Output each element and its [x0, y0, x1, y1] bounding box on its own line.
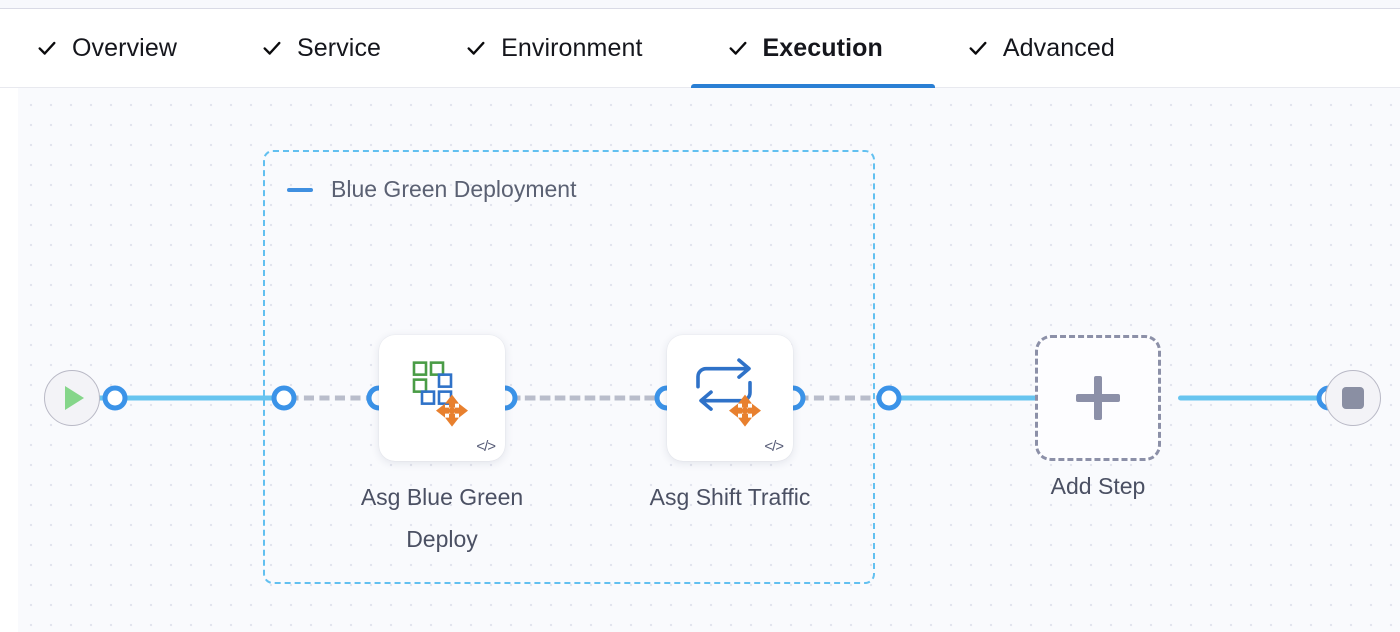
- code-badge-icon: </>: [764, 438, 784, 455]
- tab-service[interactable]: Service: [261, 9, 409, 88]
- tab-label: Environment: [501, 33, 643, 62]
- stage-header[interactable]: Blue Green Deployment: [287, 176, 576, 203]
- stage-title: Blue Green Deployment: [331, 176, 577, 202]
- edge-add-step-to-end: [1178, 395, 1346, 401]
- pipeline-end-node[interactable]: [1325, 370, 1381, 426]
- wizard-tab-bar: Overview Service Environment Execution A…: [0, 9, 1400, 89]
- check-icon: [727, 37, 749, 59]
- step-node-asg-blue-green-deploy[interactable]: </>: [379, 335, 505, 461]
- plus-icon: [1076, 376, 1120, 420]
- minus-icon[interactable]: [287, 187, 313, 192]
- tab-label: Execution: [762, 33, 883, 62]
- tab-overview[interactable]: Overview: [36, 9, 205, 88]
- tab-execution[interactable]: Execution: [690, 9, 936, 89]
- connector-dot-stage-in[interactable]: [271, 385, 297, 411]
- pipeline-canvas-wrapper: Blue Green Deployment: [0, 88, 1400, 632]
- code-badge-icon: </>: [476, 438, 496, 455]
- edge-step1-to-step2: [508, 395, 664, 401]
- tab-label: Overview: [72, 33, 177, 62]
- add-step-label: Add Step: [1050, 473, 1146, 499]
- asg-blue-green-deploy-icon: [400, 353, 484, 437]
- add-step-button[interactable]: [1035, 335, 1161, 461]
- check-icon: [967, 37, 989, 59]
- stop-icon: [1342, 387, 1364, 409]
- tab-label: Advanced: [1002, 33, 1115, 62]
- tab-advanced[interactable]: Advanced: [967, 9, 1143, 88]
- play-icon: [65, 386, 84, 410]
- edge-stage-entry-to-step1: [286, 395, 378, 401]
- connector-dot-start-out[interactable]: [102, 385, 128, 411]
- edge-start-to-stage: [96, 395, 286, 401]
- tab-label: Service: [297, 33, 382, 62]
- check-icon: [36, 37, 58, 59]
- edge-step2-to-stage-exit: [796, 395, 888, 401]
- stage-group-blue-green-deployment[interactable]: Blue Green Deployment: [263, 150, 875, 584]
- check-icon: [261, 37, 283, 59]
- pipeline-start-node[interactable]: [44, 370, 100, 426]
- connector-dot-stage-out[interactable]: [876, 385, 902, 411]
- asg-shift-traffic-icon: [688, 353, 772, 437]
- check-icon: [465, 37, 487, 59]
- edge-stage-to-add-step: [888, 395, 1055, 401]
- pipeline-canvas[interactable]: Blue Green Deployment: [18, 88, 1400, 632]
- tab-environment[interactable]: Environment: [465, 9, 670, 88]
- window-top-strip: [0, 0, 1400, 9]
- step-node-asg-shift-traffic[interactable]: </>: [667, 335, 793, 461]
